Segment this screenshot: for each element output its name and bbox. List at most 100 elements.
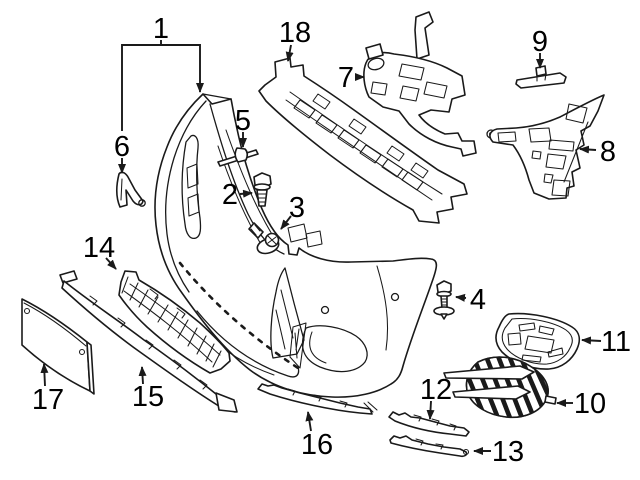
bumper-outline bbox=[154, 93, 438, 398]
callout-7-label: 7 bbox=[338, 62, 354, 94]
bracket8-rects bbox=[528, 103, 588, 197]
strip16-outline bbox=[257, 383, 373, 415]
callout-6-label: 6 bbox=[114, 131, 130, 163]
bumper-center-fin bbox=[270, 267, 305, 359]
part-molding-13 bbox=[389, 435, 470, 458]
plate11-inner-border bbox=[501, 318, 573, 365]
part-expansion-pin bbox=[217, 147, 259, 167]
callout-10: 10 bbox=[556, 388, 606, 420]
callout-2-leader bbox=[239, 189, 253, 198]
callout-13: 13 bbox=[473, 436, 524, 468]
bumper-grille-dot-band bbox=[178, 261, 300, 370]
grille10-lower-blade bbox=[452, 385, 531, 400]
bolt4-threads bbox=[441, 298, 448, 306]
part-lower-grille-14 bbox=[118, 270, 231, 374]
callout-16: 16 bbox=[301, 411, 333, 461]
bracket8-rib bbox=[563, 121, 589, 183]
strip15-cap bbox=[59, 270, 78, 284]
part-molding-12 bbox=[388, 411, 470, 437]
strip13-outline bbox=[389, 435, 468, 458]
grille14-cell-ticks bbox=[121, 276, 222, 368]
callout-18-label: 18 bbox=[279, 17, 311, 49]
plate17-side-edge bbox=[86, 341, 95, 395]
part-screw-clip bbox=[248, 222, 280, 255]
grille14-outline bbox=[118, 270, 231, 374]
bumper-inner-left-edge bbox=[165, 100, 207, 293]
callout-18: 18 bbox=[279, 17, 311, 62]
part-left-bracket bbox=[116, 171, 146, 208]
callout-17-label: 17 bbox=[32, 384, 64, 416]
callout-17-leader bbox=[40, 363, 49, 387]
bumper-right-intake bbox=[301, 325, 368, 373]
part-trim-strip-15 bbox=[59, 270, 238, 413]
part-fog-grille bbox=[443, 356, 557, 419]
callout-18-leader bbox=[285, 44, 294, 62]
strip13-end-clip bbox=[462, 448, 470, 456]
callout-3: 3 bbox=[280, 192, 305, 230]
plate17-hole-left bbox=[23, 307, 31, 315]
clip-bar-cube-edge bbox=[536, 73, 547, 82]
part-center-bracket bbox=[363, 11, 496, 157]
bracket7-ear bbox=[365, 43, 384, 60]
bracket7-mast bbox=[414, 11, 434, 60]
part-bolt-4 bbox=[433, 280, 455, 320]
callout-3-label: 3 bbox=[289, 192, 305, 224]
grille14-row-lines bbox=[123, 283, 221, 363]
callout-14-label: 14 bbox=[83, 232, 115, 264]
bracket7-rects bbox=[370, 63, 448, 102]
part-clip-bar bbox=[515, 65, 567, 89]
bumper-fin-lines bbox=[275, 289, 294, 350]
callout-9-label: 9 bbox=[532, 26, 548, 58]
plate11-slots bbox=[507, 322, 564, 363]
callout-1-label: 1 bbox=[153, 13, 169, 45]
callout-5-label: 5 bbox=[235, 105, 251, 137]
bracket6-eyelet bbox=[138, 199, 146, 207]
callout-2: 2 bbox=[222, 179, 253, 211]
bolt2-threads bbox=[257, 193, 267, 203]
callout-15-label: 15 bbox=[132, 381, 164, 413]
bolt2-collar bbox=[253, 183, 271, 191]
plate17-hole-right bbox=[78, 348, 86, 356]
pin-collar bbox=[234, 147, 249, 163]
callout-16-label: 16 bbox=[301, 429, 333, 461]
bumper-step-quads bbox=[287, 223, 323, 248]
bumper-crease-1 bbox=[225, 129, 279, 245]
callout-8-label: 8 bbox=[600, 136, 616, 168]
callout-11-leader bbox=[581, 336, 602, 345]
plate17-face bbox=[21, 298, 91, 392]
bumper-right-crease bbox=[376, 265, 389, 351]
plate17-top-inner-line bbox=[23, 302, 87, 347]
callout-8-leader bbox=[579, 145, 597, 154]
callout-1: 1 bbox=[121, 13, 204, 131]
callout-13-label: 13 bbox=[492, 436, 524, 468]
park-sensor-hole-right bbox=[390, 292, 400, 302]
strip16-hatch bbox=[287, 388, 378, 413]
callout-14-leader bbox=[105, 257, 117, 270]
callout-7: 7 bbox=[338, 62, 365, 94]
strip13-tabs bbox=[415, 438, 444, 450]
callout-8: 8 bbox=[579, 136, 616, 168]
clip-bar-cube bbox=[535, 65, 547, 77]
bracket7-hole bbox=[367, 57, 385, 71]
callout-2-label: 2 bbox=[222, 179, 238, 211]
bracket7-body bbox=[363, 51, 477, 157]
grille10-upper-blade bbox=[443, 365, 535, 380]
callout-3-leader bbox=[280, 215, 292, 230]
absorber-outline bbox=[258, 57, 468, 224]
callout-12-label: 12 bbox=[420, 374, 452, 406]
bolt4-tip bbox=[440, 313, 448, 320]
screw3-thread-stub bbox=[248, 222, 264, 239]
callout-15-leader bbox=[138, 366, 147, 385]
bumper-right-intake-inner bbox=[309, 331, 327, 364]
callout-17: 17 bbox=[32, 363, 64, 416]
callout-6: 6 bbox=[114, 131, 130, 174]
grille14-top-tabs bbox=[149, 288, 186, 319]
callout-10-label: 10 bbox=[574, 388, 606, 420]
part-impact-absorber bbox=[258, 57, 468, 224]
screw3-stub-threads bbox=[250, 224, 261, 236]
callout-4-leader bbox=[455, 293, 467, 302]
bumper-slot-insets bbox=[186, 163, 200, 217]
callout-9: 9 bbox=[532, 26, 548, 69]
